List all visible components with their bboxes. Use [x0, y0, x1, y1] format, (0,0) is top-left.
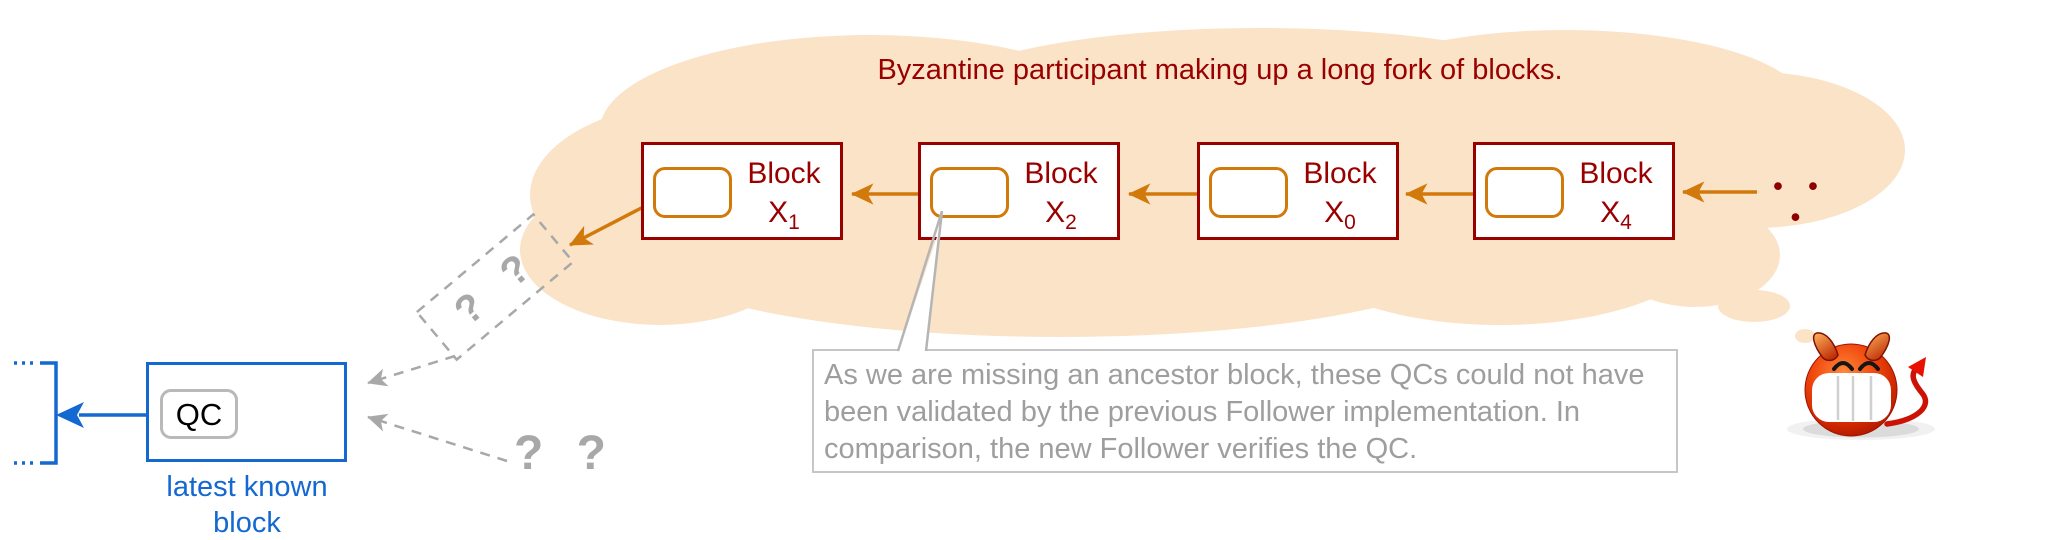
devil-horn-right [1864, 332, 1891, 362]
fork-block-label: Block X2 [1024, 157, 1098, 234]
annotation-box: As we are missing an ancestor block, the… [812, 349, 1678, 473]
annotation-line: comparison, the new Follower verifies th… [824, 433, 1418, 465]
devil-tail-tip [1908, 357, 1926, 377]
qc-slot [653, 167, 732, 218]
dashed-arrow-lower [367, 413, 508, 463]
floating-question-marks: ? ? [514, 427, 616, 480]
fork-block-x1: Block X1 [641, 142, 843, 240]
devil-tail [1884, 365, 1929, 427]
fork-block-x4: Block X4 [1473, 142, 1675, 240]
devil-teeth-lines [1836, 376, 1873, 421]
latest-known-block-caption: latest known block [166, 471, 328, 539]
arrow-x1-to-unknown [569, 201, 652, 247]
cloud-title: Byzantine participant making up a long f… [877, 54, 1563, 86]
qc-chip: QC [160, 389, 238, 439]
fork-block-label: Block X0 [1303, 157, 1377, 234]
blue-arrowhead [56, 402, 84, 428]
qc-slot [930, 167, 1009, 218]
ancestor-bracket-dotted [14, 361, 36, 465]
devil-horn-left [1812, 332, 1839, 362]
thought-bubble-small [1795, 329, 1815, 343]
fork-continues-ellipsis: • • • [1773, 171, 1827, 232]
fork-arrows [569, 181, 1757, 247]
latest-known-block: QC [146, 362, 347, 462]
fork-block-x2: Block X2 [918, 142, 1120, 240]
dashed-arrow-upper [367, 354, 456, 387]
qc-slot [1209, 167, 1288, 218]
uncertain-links [367, 212, 575, 463]
annotation-line: been validated by the previous Follower … [824, 396, 1581, 428]
fork-block-label: Block X4 [1579, 157, 1653, 234]
fork-block-label: Block X1 [747, 157, 821, 234]
qc-slot [1485, 167, 1564, 218]
ancestor-bracket [40, 361, 58, 465]
dashed-unknown-box [415, 212, 575, 362]
fork-block-x0: Block X0 [1197, 142, 1399, 240]
devil-eyes [1832, 361, 1880, 371]
devil-emoji-icon [1787, 332, 1935, 440]
known-chain-links [14, 361, 146, 465]
thought-bubble-medium [1718, 290, 1790, 322]
devil-grin [1812, 373, 1891, 422]
annotation-line: As we are missing an ancestor block, the… [824, 359, 1645, 391]
